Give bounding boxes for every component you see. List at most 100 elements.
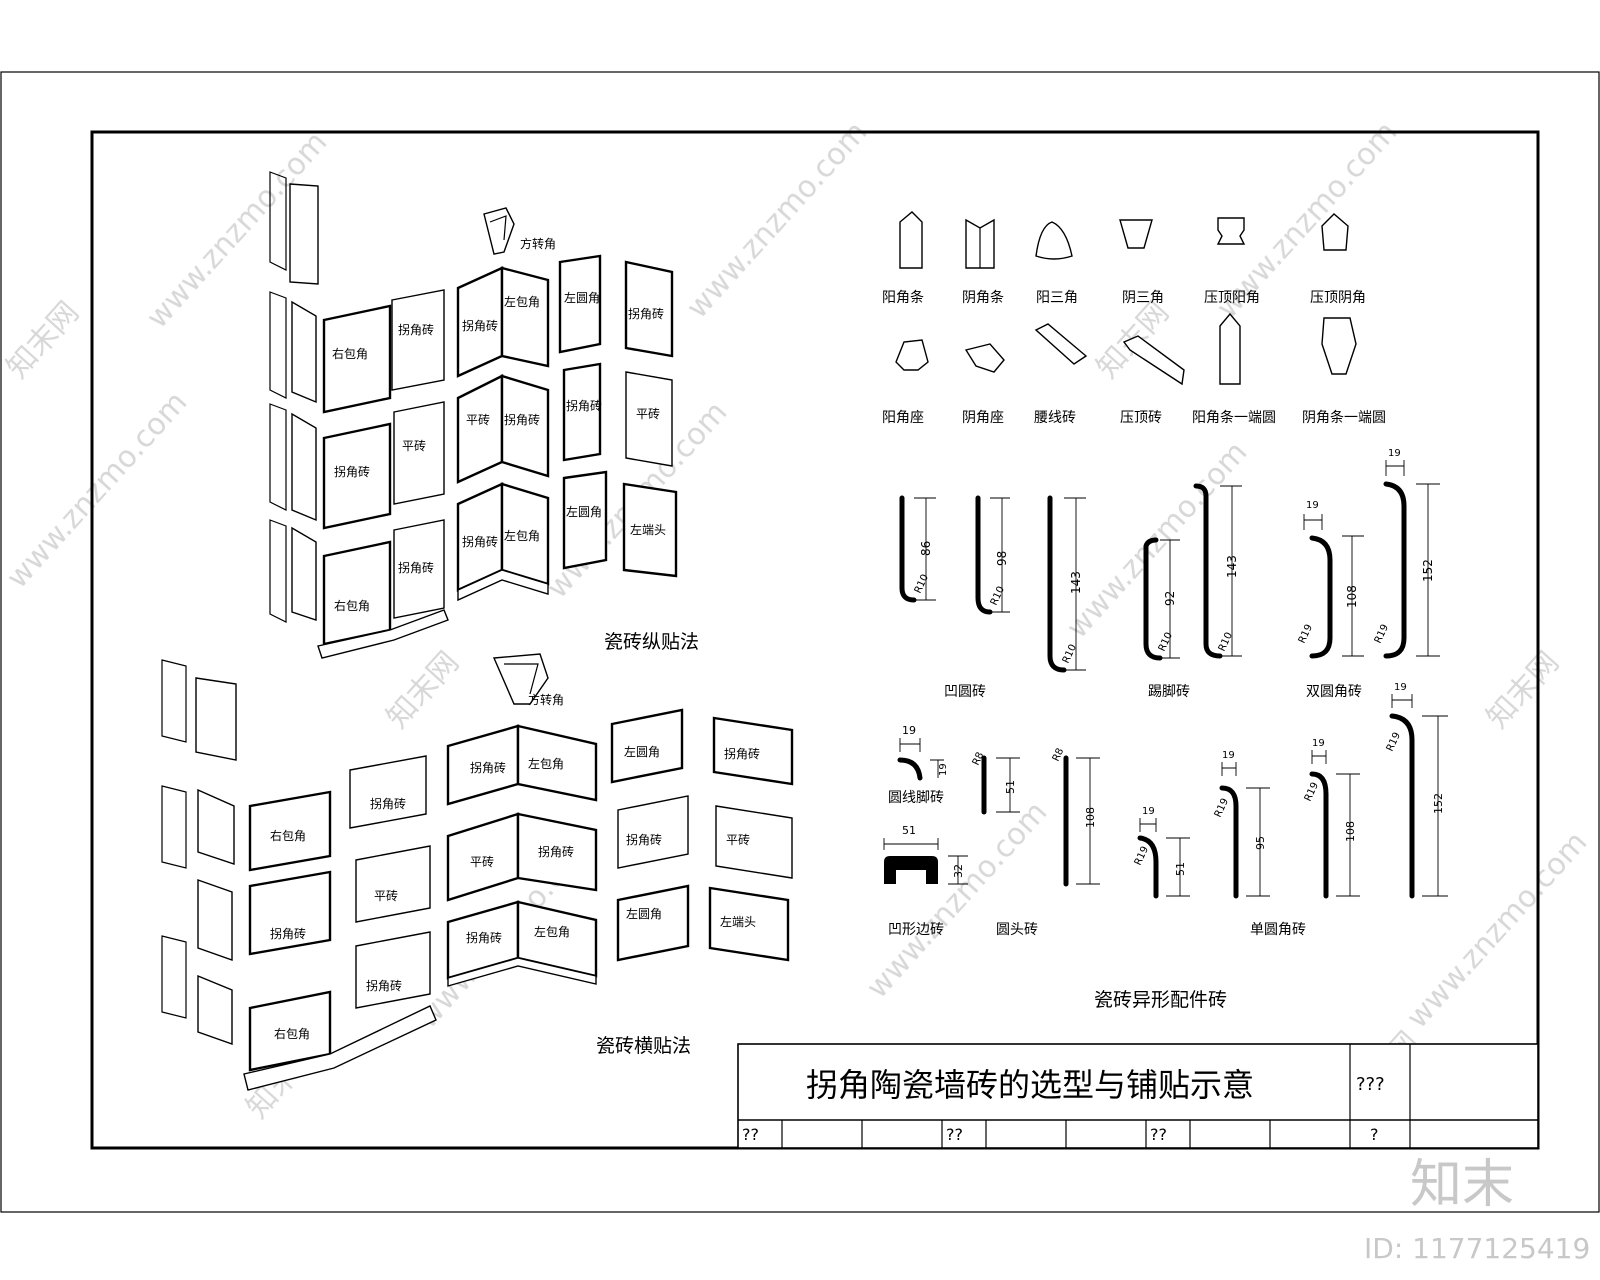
dim-label: 108 — [1344, 821, 1357, 842]
title-row-cell: ?? — [946, 1125, 963, 1144]
profile-group-label: 双圆角砖 — [1306, 684, 1362, 700]
dim-label: 108 — [1345, 585, 1359, 608]
fitting-label: 阳三角 — [1036, 290, 1078, 306]
dim-label: 92 — [1163, 591, 1177, 606]
h-tile-label: 左包角 — [534, 924, 570, 939]
image-id: ID: 1177125419 — [1364, 1232, 1590, 1265]
radius-label: R19 — [1297, 623, 1315, 645]
title-row-cell: ?? — [742, 1125, 759, 1144]
site-logo: 知末 — [1410, 1155, 1514, 1215]
fitting-label: 阳角条一端圆 — [1192, 409, 1276, 426]
fitting-label: 阴角条 — [962, 289, 1004, 306]
v-tile-label: 平砖 — [402, 438, 426, 453]
h-tile-label: 拐角砖 — [370, 796, 406, 811]
profile-group-label: 圆头砖 — [996, 922, 1038, 938]
width-label: 19 — [1142, 806, 1155, 817]
h-tile-label: 平砖 — [374, 888, 398, 903]
v-tile-label: 左圆角 — [566, 504, 602, 519]
v-tile-label: 拐角砖 — [462, 534, 498, 549]
h-tile-label: 左圆角 — [626, 906, 662, 921]
v-tile-label: 左包角 — [504, 528, 540, 543]
dim-label: 98 — [995, 551, 1009, 566]
profile-group-label: 圆线脚砖 — [888, 790, 944, 806]
watermark-site: www.znzmo.com — [1400, 825, 1594, 1035]
h-tile-label: 左端头 — [720, 914, 756, 929]
radius-label: R10 — [989, 585, 1007, 607]
watermark-site: www.znzmo.com — [860, 795, 1054, 1005]
v-tile-label: 平砖 — [636, 406, 660, 421]
dim-label: 19 — [902, 724, 916, 737]
h-tile-label: 拐角砖 — [724, 746, 760, 761]
fitting-label: 压顶阴角 — [1310, 290, 1366, 306]
watermark-brand: 知末网 — [380, 645, 466, 735]
v-tile-label: 拐角砖 — [628, 306, 664, 321]
fitting-label: 压顶阳角 — [1204, 290, 1260, 306]
drawing-title: 拐角陶瓷墙砖的选型与铺贴示意 — [806, 1066, 1254, 1104]
width-label: 19 — [1394, 682, 1407, 693]
v-tile-label: 拐角砖 — [334, 464, 370, 479]
v-corner-label: 方转角 — [520, 236, 556, 251]
profile-group-label: 凹圆砖 — [944, 684, 986, 700]
width-label: 19 — [1306, 500, 1319, 511]
horizontal-caption: 瓷砖横贴法 — [596, 1035, 691, 1057]
dim-label: 143 — [1225, 555, 1239, 578]
width-label: 19 — [1388, 448, 1401, 459]
profile-group-label: 凹形边砖 — [888, 922, 944, 938]
fittings-caption: 瓷砖异形配件砖 — [1094, 989, 1227, 1011]
fitting-label: 阴角条一端圆 — [1302, 409, 1386, 426]
v-tile-label: 左端头 — [630, 522, 666, 537]
h-tiles-right — [610, 708, 794, 962]
radius-label: R19 — [1303, 781, 1321, 803]
h-tile-label: 拐角砖 — [538, 844, 574, 859]
profile-group-label: 单圆角砖 — [1250, 922, 1306, 938]
radius-label: R8 — [971, 751, 987, 768]
h-tile-label: 左圆角 — [624, 744, 660, 759]
h-tile-label: 拐角砖 — [470, 760, 506, 775]
h-tile-label: 右包角 — [270, 828, 306, 843]
radius-label: R19 — [1133, 845, 1151, 867]
h-tile-label: 平砖 — [470, 854, 494, 869]
title-row-cell: ?? — [1150, 1125, 1167, 1144]
watermark-brand: 知末网 — [1480, 645, 1566, 735]
v-tile-label: 平砖 — [466, 412, 490, 427]
v-tile-label: 右包角 — [334, 598, 370, 613]
v-tile-label: 拐角砖 — [462, 318, 498, 333]
profile-group-label: 踢脚砖 — [1148, 684, 1190, 700]
h-tile-label: 左包角 — [528, 756, 564, 771]
watermarks: www.znzmo.com www.znzmo.com www.znzmo.co… — [0, 115, 1594, 1125]
fitting-label: 阳角座 — [882, 410, 924, 426]
dim-label: 51 — [1174, 862, 1187, 876]
fitting-label: 压顶砖 — [1120, 410, 1162, 426]
h-corner — [446, 653, 598, 987]
fitting-label: 阳角条 — [882, 289, 924, 306]
v-tiles-right — [558, 254, 678, 578]
radius-label: R10 — [913, 573, 931, 595]
v-tile-label: 右包角 — [332, 346, 368, 361]
width-label: 19 — [938, 763, 949, 776]
h-tile-label: 右包角 — [274, 1026, 310, 1041]
width-label: 19 — [1222, 750, 1235, 761]
h-tile-label: 拐角砖 — [270, 926, 306, 941]
dim-label: 152 — [1421, 559, 1435, 582]
dim-label: 51 — [902, 824, 916, 837]
dim-label: 95 — [1254, 836, 1267, 850]
horizontal-section: 瓷砖横贴法 方转角 右包角 拐角砖 拐角砖 左包角 左圆角 拐角砖 拐角砖 平砖… — [161, 653, 794, 1091]
v-tile-label: 拐角砖 — [504, 412, 540, 427]
h-tile-label: 拐角砖 — [626, 832, 662, 847]
watermark-brand: 知末网 — [0, 295, 86, 385]
radius-label: R19 — [1373, 623, 1391, 645]
title-block: 拐角陶瓷墙砖的选型与铺贴示意 ??? ?? ?? ?? ? — [737, 1043, 1539, 1149]
dim-label: 152 — [1432, 793, 1445, 814]
h-corner-label: 方转角 — [528, 692, 564, 707]
dim-label: 86 — [919, 541, 933, 556]
watermark-site: www.znzmo.com — [680, 115, 874, 325]
dim-label: 51 — [1004, 780, 1017, 794]
v-tile-label: 拐角砖 — [398, 322, 434, 337]
h-tile-label: 拐角砖 — [366, 978, 402, 993]
v-tile-label: 左圆角 — [564, 290, 600, 305]
radius-label: R19 — [1213, 797, 1231, 819]
h-tile-label: 拐角砖 — [466, 930, 502, 945]
fitting-label: 阴三角 — [1122, 290, 1164, 306]
h-tile-label: 平砖 — [726, 832, 750, 847]
